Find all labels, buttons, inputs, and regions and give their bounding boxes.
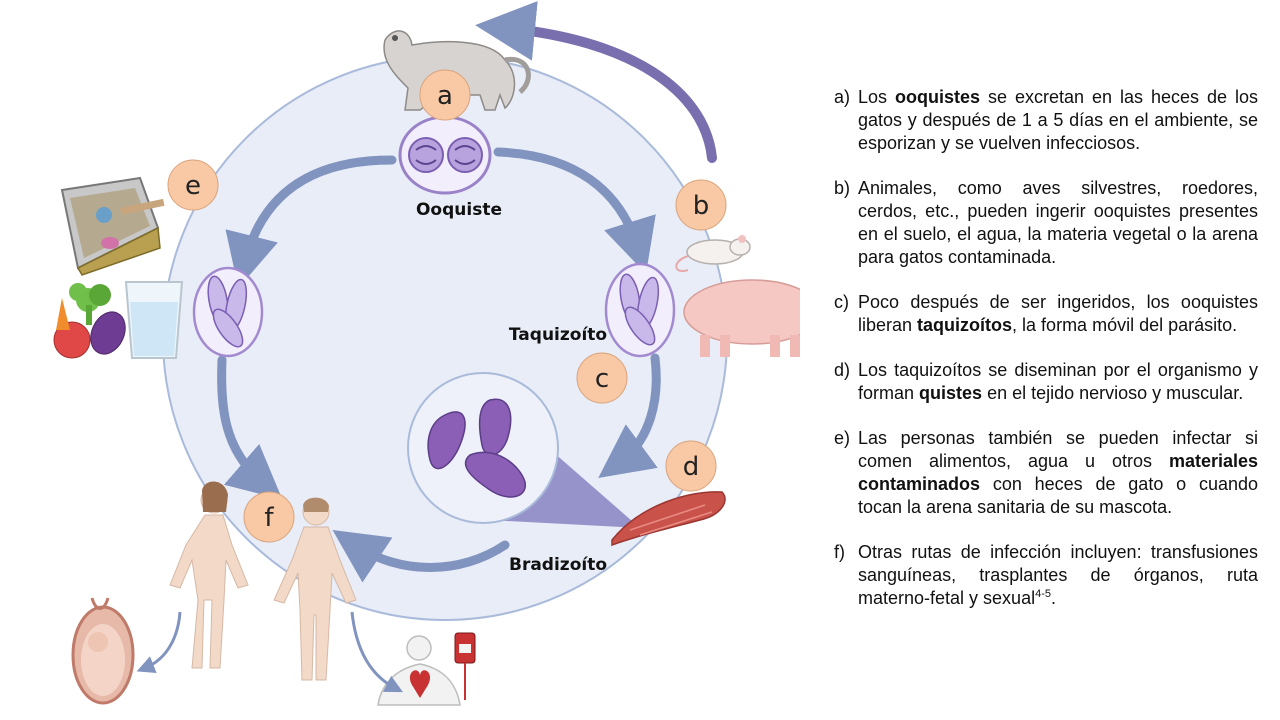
svg-text:d: d (683, 452, 700, 482)
bradyzoite-parasites-icon (427, 398, 526, 498)
transfusion-arrow (350, 611, 403, 693)
toxoplasma-life-cycle-diagram: Ooquiste Taquizoíto Bradizoíto (53, 1, 800, 706)
fetal-arrow (136, 611, 182, 674)
cat-return-arrow (475, 1, 717, 163)
legend-list: a) Los ooquistes se excretan en las hece… (834, 86, 1258, 632)
bradyzoite-label: Bradizoíto (509, 555, 607, 575)
legend-marker: f) (834, 542, 845, 562)
legend-marker: a) (834, 87, 851, 107)
legend-item-d: d) Los taquizoítos se diseminan por el o… (834, 359, 1258, 405)
legend-text: Los taquizoítos se diseminan por el orga… (858, 360, 1258, 403)
tachyzoite-label: Taquizoíto (509, 325, 607, 345)
legend-marker: e) (834, 428, 851, 448)
svg-text:f: f (264, 503, 274, 533)
legend-text: Animales, como aves silvestres, roedores… (858, 178, 1258, 267)
svg-text:b: b (693, 191, 710, 221)
legend-marker: d) (834, 360, 851, 380)
legend-text: Las personas también se pueden infectar … (858, 428, 1258, 517)
badge-e: e (167, 159, 219, 211)
rat-icon (675, 235, 751, 273)
legend-item-e: e) Las personas también se pueden infect… (834, 427, 1258, 519)
legend-text: Los ooquistes se excretan en las heces d… (858, 87, 1258, 153)
tachyzoite-right-icon (604, 262, 676, 358)
badge-b: b (675, 179, 727, 231)
cycle-arrows (217, 147, 661, 583)
legend-item-b: b) Animales, como aves silvestres, roedo… (834, 177, 1258, 269)
muscle-icon (611, 491, 726, 547)
legend-text: Poco después de ser ingeridos, los ooqui… (858, 292, 1258, 335)
svg-text:c: c (595, 364, 609, 394)
legend-item-c: c) Poco después de ser ingeridos, los oo… (834, 291, 1258, 337)
badge-c: c (576, 352, 628, 404)
oocyst-icon (398, 115, 492, 195)
legend-marker: c) (834, 292, 849, 312)
legend-text: Otras rutas de infección incluyen: trans… (858, 542, 1258, 608)
legend-item-f: f) Otras rutas de infección incluyen: tr… (834, 541, 1258, 610)
badge-a: a (419, 69, 471, 121)
svg-text:e: e (185, 171, 201, 201)
oocyst-label: Ooquiste (416, 200, 502, 220)
legend-item-a: a) Los ooquistes se excretan en las hece… (834, 86, 1258, 155)
badge-d: d (665, 440, 717, 492)
badge-f: f (243, 491, 295, 543)
pig-icon (683, 279, 800, 357)
vegetables-icon (53, 283, 126, 359)
tachyzoite-left-icon (192, 266, 264, 358)
svg-text:a: a (437, 81, 453, 111)
fetus-icon (71, 597, 135, 705)
litter-box-icon (60, 176, 165, 276)
legend-marker: b) (834, 178, 851, 198)
water-glass-icon (124, 281, 184, 359)
man-icon (273, 497, 357, 681)
transfusion-icon (377, 632, 476, 706)
woman-icon (169, 481, 249, 669)
